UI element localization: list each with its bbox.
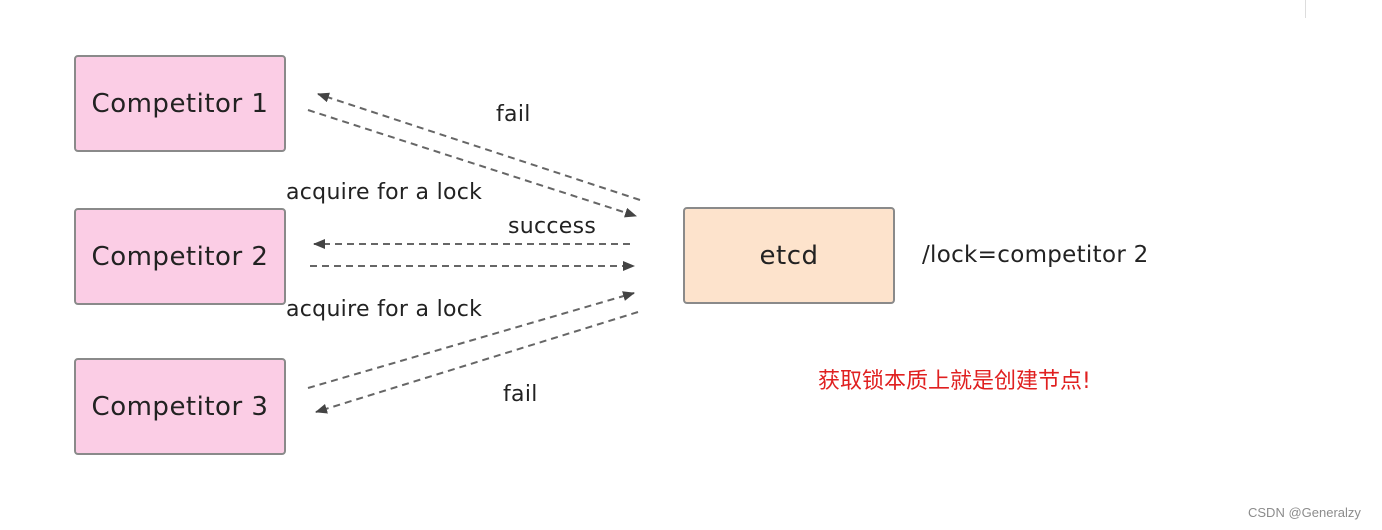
- competitor-3-node: Competitor 3: [74, 358, 286, 455]
- edge-label-acquire-bottom: acquire for a lock: [286, 297, 483, 322]
- edge-label-fail-bottom: fail: [503, 382, 538, 407]
- watermark: CSDN @Generalzy: [1248, 505, 1361, 520]
- competitor-2-label: Competitor 2: [91, 241, 269, 272]
- competitor-1-label: Competitor 1: [91, 88, 269, 119]
- etcd-node: etcd: [683, 207, 895, 304]
- competitor-3-label: Competitor 3: [91, 391, 269, 422]
- etcd-label: etcd: [759, 240, 819, 271]
- divider: [1305, 0, 1306, 18]
- note-text: 获取锁本质上就是创建节点!: [818, 369, 1091, 394]
- edge-label-fail-top: fail: [496, 102, 531, 127]
- competitor-1-node: Competitor 1: [74, 55, 286, 152]
- edge-label-success: success: [508, 214, 597, 239]
- arrow-etcd-to-c1: [317, 92, 641, 201]
- arrow-c3-to-etcd: [307, 291, 635, 389]
- lock-key-value: /lock=competitor 2: [922, 242, 1149, 268]
- competitor-2-node: Competitor 2: [74, 208, 286, 305]
- edge-label-acquire-top: acquire for a lock: [286, 180, 483, 205]
- arrow-etcd-to-c3: [315, 311, 639, 414]
- arrow-c1-to-etcd: [307, 109, 637, 218]
